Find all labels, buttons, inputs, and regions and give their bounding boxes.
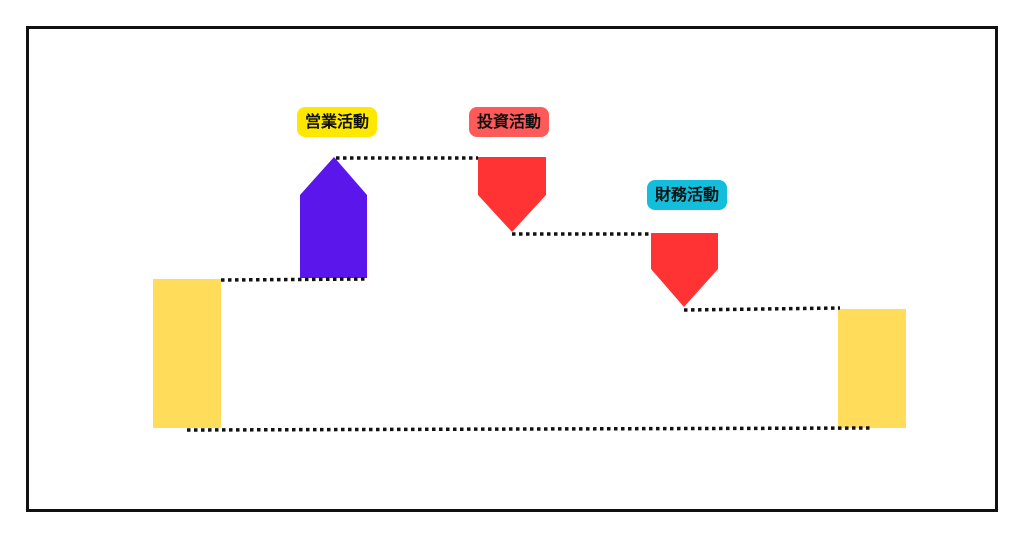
financing-down-arrow	[651, 233, 718, 307]
investing-activities-label: 投資活動	[468, 107, 550, 137]
connector-line	[220, 277, 368, 282]
connector-line	[683, 306, 841, 312]
baseline-connector	[186, 426, 873, 432]
closing-cash-bar	[838, 309, 906, 428]
financing-activities-label: 財務活動	[646, 180, 728, 210]
opening-cash-bar	[153, 279, 221, 428]
operating-up-arrow	[300, 157, 367, 278]
operating-activities-label: 営業活動	[296, 107, 378, 137]
investing-down-arrow	[478, 157, 546, 232]
